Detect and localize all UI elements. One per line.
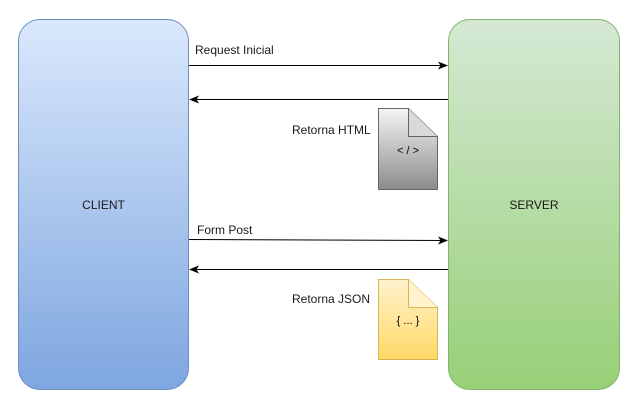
server-block: SERVER: [448, 19, 620, 390]
retorna-json-label: Retorna JSON: [292, 292, 371, 306]
retorna-html-label: Retorna HTML: [292, 123, 371, 137]
form-post-label: Form Post: [197, 223, 253, 237]
client-label: CLIENT: [82, 197, 125, 212]
client-block: CLIENT: [18, 19, 189, 390]
form-post-arrow: [188, 236, 448, 245]
html-document-icon: < / >: [378, 108, 438, 190]
server-label: SERVER: [509, 197, 559, 212]
html-document-content: < / >: [397, 145, 419, 157]
request-inicial-label: Request Inicial: [195, 43, 274, 57]
json-document-icon: { ... }: [378, 279, 438, 360]
json-document-content: { ... }: [397, 315, 420, 327]
